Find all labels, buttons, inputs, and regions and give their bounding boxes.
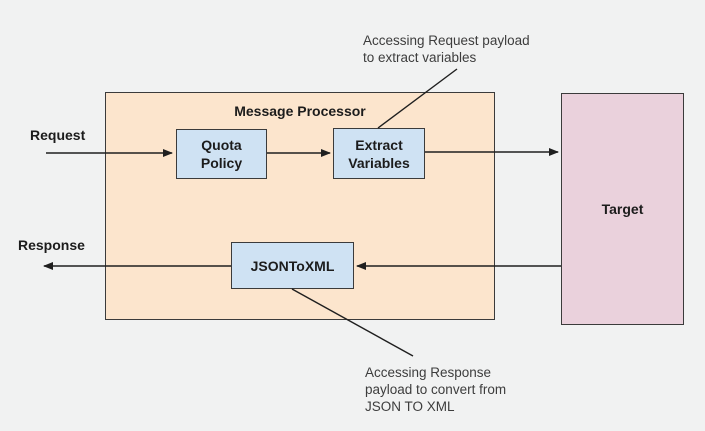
target-node: Target	[561, 93, 684, 325]
json-to-xml-node: JSONToXML	[231, 242, 354, 289]
annotation-request-payload: Accessing Request payload to extract var…	[363, 33, 530, 65]
extract-variables-node: Extract Variables	[333, 128, 425, 179]
response-label: Response	[18, 237, 85, 253]
target-label: Target	[601, 201, 644, 217]
annotation-response-payload: Accessing Response payload to convert fr…	[365, 365, 507, 414]
json-to-xml-label: JSONToXML	[250, 257, 335, 274]
message-processor-title: Message Processor	[234, 103, 366, 119]
quota-policy-node: Quota Policy	[176, 129, 267, 179]
extract-variables-label: Extract Variables	[348, 136, 410, 171]
quota-policy-label: Quota Policy	[200, 137, 243, 171]
request-label: Request	[30, 127, 86, 143]
